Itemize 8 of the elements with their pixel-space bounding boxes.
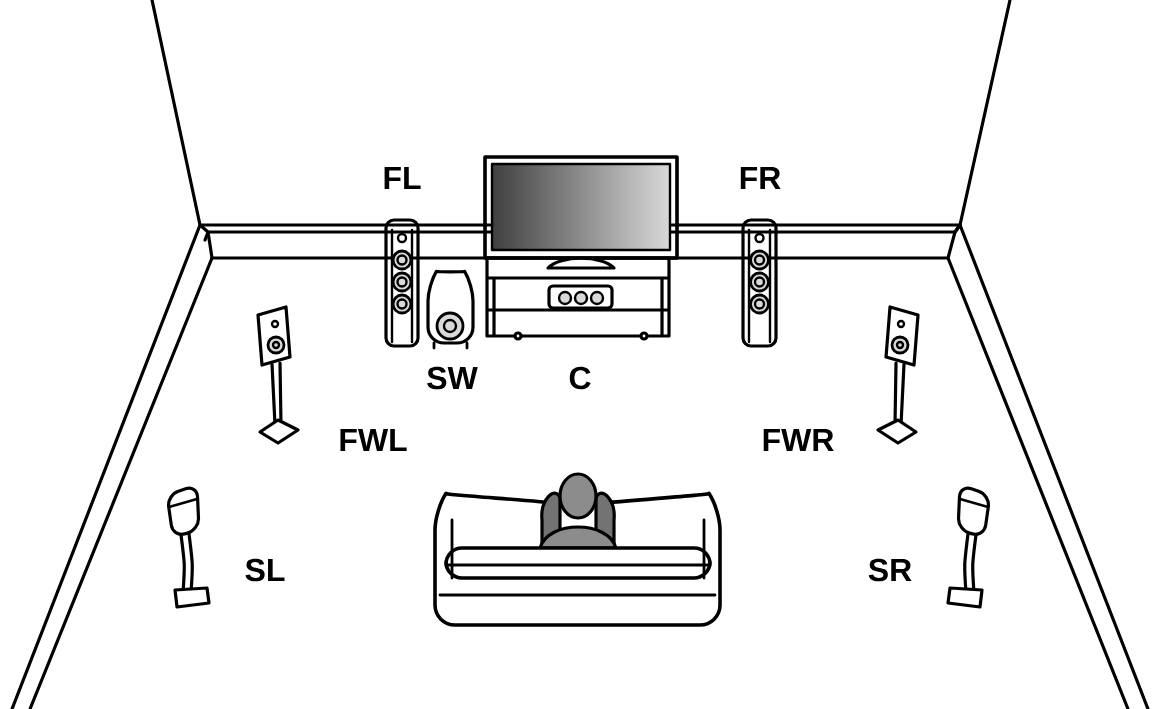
channel-label: FWL [340, 429, 407, 451]
channel-label: SL [245, 558, 285, 582]
channel-label: SW [427, 366, 478, 390]
channel-label: SR [868, 558, 912, 582]
channel-label: FL [384, 167, 421, 189]
channel-label: FR [740, 167, 781, 189]
channel-label: FWR [763, 429, 834, 451]
channel-label: C [569, 366, 591, 390]
